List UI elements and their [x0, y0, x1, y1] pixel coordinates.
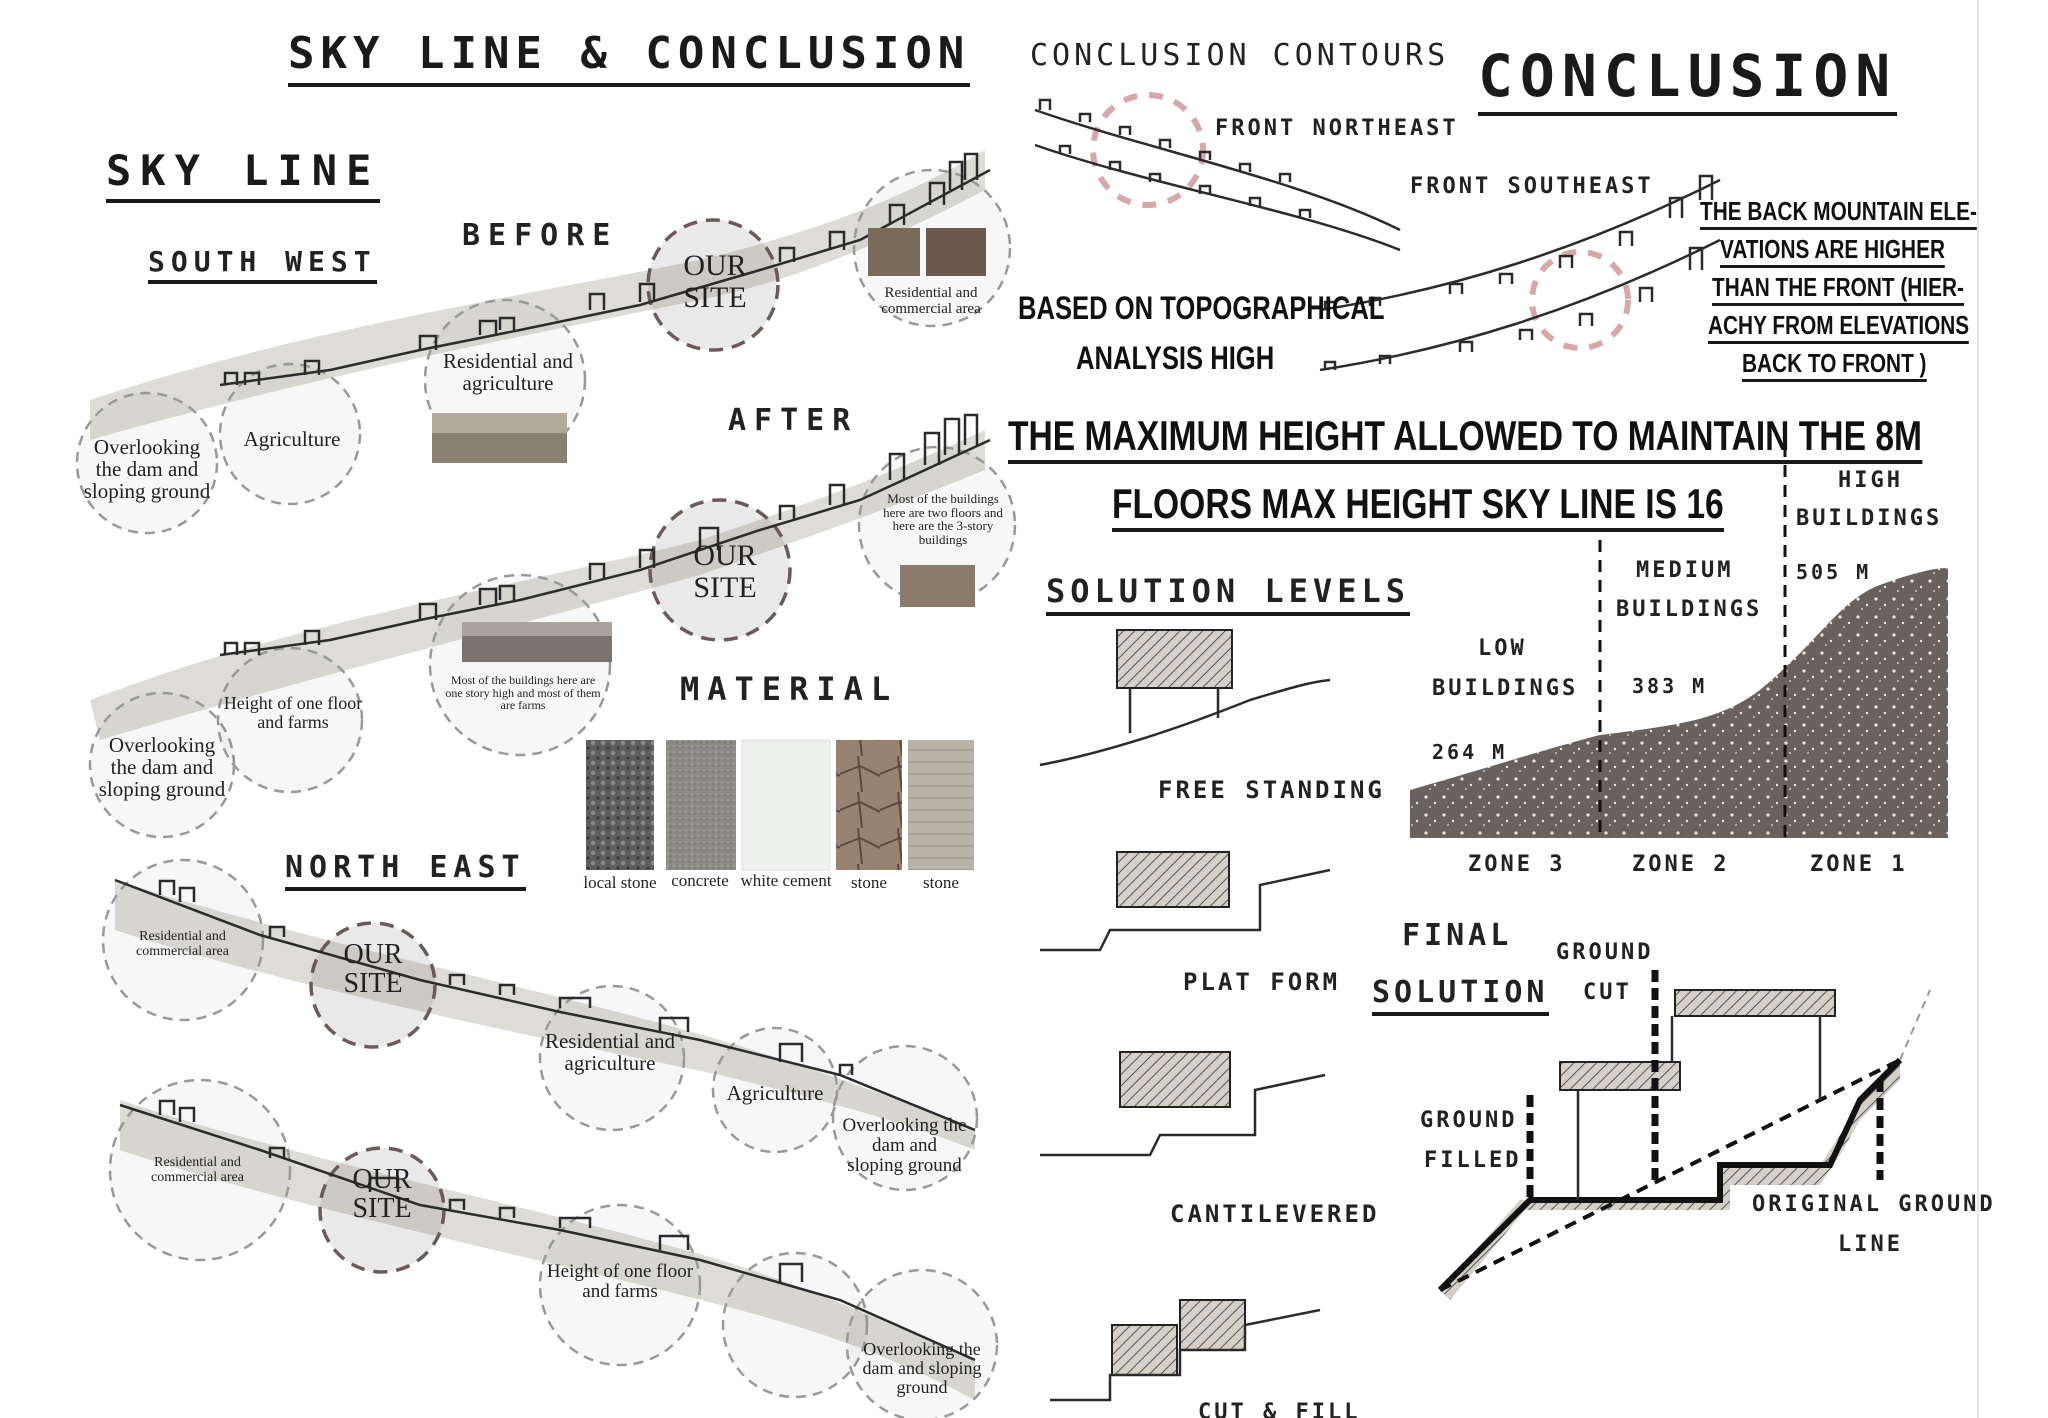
high-height: 505 M — [1796, 560, 1872, 584]
ne2-height-one: Height of one floor and farms — [546, 1261, 694, 1302]
sw-before-overlooking: Overlooking the dam and sloping ground — [83, 435, 211, 504]
sw-after-overlooking: Overlooking the dam and sloping ground — [98, 733, 226, 802]
solution-label: SOLUTION — [1372, 975, 1549, 1016]
final-label: FINAL — [1402, 918, 1513, 953]
cut-fill-label: CUT & FILL — [1198, 1400, 1361, 1418]
original-ground-label-1: ORIGINAL GROUND — [1752, 1192, 1996, 1217]
ne-section-2 — [108, 1078, 999, 1418]
ground-filled-label-1: GROUND — [1420, 1108, 1518, 1133]
max-height-line-1: THE MAXIMUM HEIGHT ALLOWED TO MAINTAIN T… — [1008, 412, 1922, 464]
high-label-1: HIGH — [1838, 468, 1903, 493]
material-heading: MATERIAL — [680, 670, 899, 708]
ne1-res-comm: Residential and commercial area — [136, 929, 229, 959]
free-standing-label: FREE STANDING — [1158, 776, 1385, 804]
back-mountain-line-5: BACK TO FRONT ) — [1742, 348, 1927, 382]
zone-1-label: ZONE 1 — [1810, 852, 1908, 877]
before-label: BEFORE — [462, 218, 619, 253]
ne1-res-agri: Residential and agriculture — [544, 1029, 676, 1076]
front-southeast-label: FRONT SOUTHEAST — [1410, 174, 1654, 199]
ne-section-1 — [101, 858, 979, 1192]
sw-before-section — [75, 150, 1012, 535]
south-west-heading: SOUTH WEST — [148, 245, 377, 284]
low-height: 264 M — [1432, 740, 1508, 764]
back-mountain-line-1: THE BACK MOUNTAIN ELE- — [1700, 196, 1977, 230]
sw-before-res-agri: Residential and agriculture — [442, 349, 574, 396]
low-label-2: BUILDINGS — [1432, 676, 1579, 701]
after-label: AFTER — [728, 403, 859, 438]
sw-before-res-comm: Residential and commercial area — [881, 285, 981, 317]
back-mountain-line-2: VATIONS ARE HIGHER — [1720, 234, 1945, 268]
ne1-overlooking: Overlooking the dam and sloping ground — [842, 1115, 967, 1176]
sw-after-our-site: OUR SITE — [693, 539, 757, 604]
back-mountain-line-3: THAN THE FRONT (HIER- — [1712, 272, 1964, 306]
topo-line-2: ANALYSIS HIGH — [1076, 340, 1275, 376]
zone-diagram — [1410, 425, 1949, 838]
front-northeast-label: FRONT NORTHEAST — [1215, 116, 1459, 141]
zone-3-label: ZONE 3 — [1468, 852, 1566, 877]
ne2-overlooking: Overlooking the dam and sloping ground — [862, 1339, 982, 1397]
back-mountain-line-4: ACHY FROM ELEVATIONS — [1708, 310, 1970, 344]
sw-before-our-site: OUR SITE — [683, 249, 747, 314]
sw-before-agriculture: Agriculture — [243, 427, 341, 451]
medium-height: 383 M — [1632, 674, 1708, 698]
material-label-stone-1: stone — [851, 873, 887, 892]
ne1-our-site: OUR SITE — [343, 939, 403, 1000]
zone-2-label: ZONE 2 — [1632, 852, 1730, 877]
sw-after-height-one: Height of one floor and farms — [223, 693, 363, 732]
ne1-agriculture: Agriculture — [726, 1081, 824, 1105]
contours-sketch — [1034, 92, 1721, 372]
sw-after-section — [88, 413, 1017, 839]
conclusion-contours-heading: CONCLUSION CONTOURS — [1030, 38, 1450, 73]
material-label-stone-2: stone — [923, 873, 959, 892]
page-title: SKY LINE & CONCLUSION — [288, 28, 971, 87]
north-east-heading: NORTH EAST — [285, 850, 526, 891]
sw-after-most-one: Most of the buildings here are one story… — [445, 673, 601, 713]
solution-levels-sketches — [1039, 629, 1331, 1402]
max-height-line-2: FLOORS MAX HEIGHT SKY LINE IS 16 — [1112, 480, 1724, 532]
ne2-res-comm: Residential and commercial area — [151, 1155, 244, 1185]
skyline-heading: SKY LINE — [106, 146, 381, 203]
ground-cut-label-2: CUT — [1583, 980, 1632, 1005]
ne2-our-site: OUR SITE — [352, 1164, 412, 1225]
medium-label-1: MEDIUM — [1636, 558, 1734, 583]
material-label-concrete: concrete — [671, 871, 729, 890]
ground-filled-label-2: FILLED — [1424, 1148, 1522, 1173]
final-solution-sketch — [1437, 970, 1931, 1300]
ground-cut-label-1: GROUND — [1556, 940, 1654, 965]
material-label-local-stone: local stone — [583, 873, 657, 892]
solution-levels-heading: SOLUTION LEVELS — [1046, 572, 1410, 616]
high-label-2: BUILDINGS — [1796, 506, 1943, 531]
material-label-white-cement: white cement — [740, 871, 832, 890]
material-swatches — [586, 739, 974, 871]
low-label-1: LOW — [1478, 636, 1527, 661]
cantilevered-label: CANTILEVERED — [1170, 1200, 1380, 1228]
conclusion-heading: CONCLUSION — [1478, 42, 1898, 116]
plat-form-label: PLAT FORM — [1183, 968, 1341, 996]
medium-label-2: BUILDINGS — [1616, 597, 1763, 622]
sw-after-most-two: Most of the buildings here are two floor… — [883, 491, 1003, 547]
original-ground-label-2: LINE — [1838, 1232, 1903, 1257]
topo-line-1: BASED ON TOPOGRAPHICAL — [1018, 290, 1385, 326]
